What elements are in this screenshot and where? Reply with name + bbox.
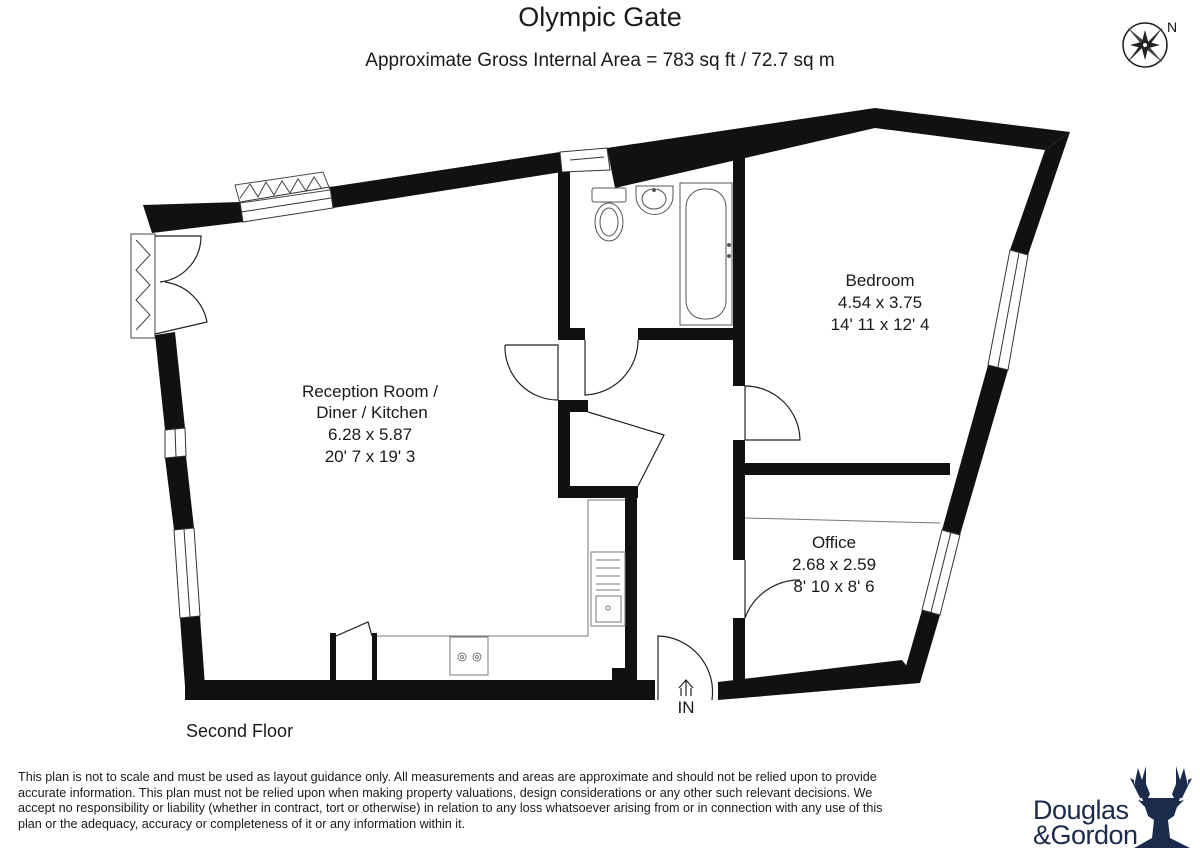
sink <box>590 551 626 627</box>
compass-rose-icon <box>1122 22 1168 68</box>
compass-north-label: N <box>1167 19 1177 35</box>
bedroom-imperial: 14' 11 x 12' 4 <box>831 315 930 334</box>
reception-name-line1: Reception Room / <box>302 382 438 401</box>
bathtub <box>679 182 733 326</box>
windows <box>164 147 1029 619</box>
toilet-cistern <box>591 187 627 203</box>
reception-metric: 6.28 x 5.87 <box>328 425 412 444</box>
office-name: Office <box>812 533 856 552</box>
logo-line-2: &Gordon <box>1033 820 1138 850</box>
office-imperial: 8' 10 x 8' 6 <box>793 577 874 596</box>
kitchen-fixtures <box>377 499 941 676</box>
bathroom-fixtures <box>591 182 733 326</box>
bedroom-name: Bedroom <box>846 271 915 290</box>
reception-imperial: 20' 7 x 19' 3 <box>325 447 416 466</box>
doors <box>154 235 801 701</box>
plan-title: Olympic Gate <box>518 2 682 32</box>
office-metric: 2.68 x 2.59 <box>792 555 876 574</box>
reception-name-line2: Diner / Kitchen <box>316 403 428 422</box>
entrance-arrow-icon <box>678 679 694 696</box>
walls <box>143 108 1070 700</box>
gross-area: Approximate Gross Internal Area = 783 sq… <box>365 50 835 71</box>
basin <box>635 185 674 215</box>
logo-line-1: Douglas <box>1033 795 1129 825</box>
entrance-label: IN <box>678 698 695 717</box>
balcony-bay <box>130 171 331 339</box>
toilet-bowl <box>594 202 624 242</box>
stag-head-icon <box>1130 766 1192 848</box>
floor-label: Second Floor <box>186 721 294 741</box>
company-logo: Douglas &Gordon <box>1030 758 1200 850</box>
bedroom-metric: 4.54 x 3.75 <box>838 293 922 312</box>
disclaimer-text: This plan is not to scale and must be us… <box>18 770 883 831</box>
hob <box>449 636 489 676</box>
logo-wordmark: Douglas &Gordon <box>1033 795 1138 850</box>
